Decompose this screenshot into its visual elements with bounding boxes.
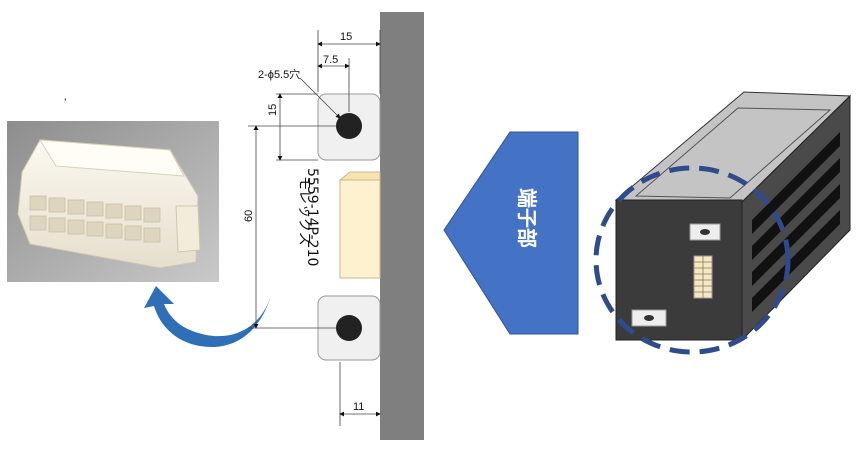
- hole-callout-leader: [299, 77, 341, 119]
- dim-pitch: 60: [243, 210, 255, 222]
- lower-hole: [336, 315, 362, 341]
- panel-wall: [380, 12, 424, 440]
- terminal-arrow-shape: [443, 131, 579, 335]
- maker-label: モレックス: [296, 176, 312, 246]
- mounting-drawing: 15 7.5 2-ϕ5.5穴 15 60 11 モレックス 5559-14P-2…: [243, 12, 424, 440]
- terminal-highlight: [593, 165, 791, 355]
- connector-latch: [175, 205, 201, 253]
- dim-upper-height: 15: [267, 104, 279, 116]
- device-vents: [752, 132, 840, 312]
- dim-bottom-width: 11: [353, 401, 364, 413]
- connector-top-face: [39, 139, 185, 177]
- dim-top-width: 15: [340, 31, 352, 43]
- curved-arrow: [144, 286, 272, 347]
- dim-hole-offset: 7.5: [323, 54, 338, 66]
- tick-mark: ’: [64, 97, 66, 109]
- terminal-arrow: 端子部: [443, 131, 579, 335]
- connector-body: [339, 179, 381, 279]
- part-number: 5559-14P-210: [304, 168, 320, 266]
- hole-callout: 2-ϕ5.5穴: [258, 67, 300, 81]
- connector-body-chamfer: [338, 171, 381, 181]
- upper-hole: [336, 113, 362, 139]
- power-device: [593, 91, 852, 355]
- connector-photo: [7, 121, 219, 282]
- connector-cavities: [29, 195, 161, 243]
- terminal-label: 端子部: [515, 188, 539, 248]
